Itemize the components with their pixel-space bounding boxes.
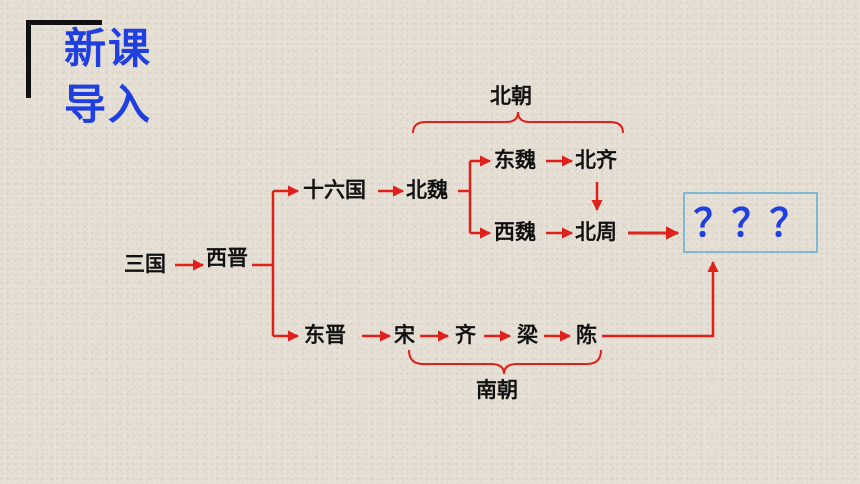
node-qi: 齐 — [455, 323, 476, 347]
group-northern-label: 北朝 — [490, 84, 532, 108]
title-line-2: 导入 — [64, 80, 153, 129]
node-chen: 陈 — [576, 323, 597, 347]
node-song: 宋 — [394, 323, 415, 347]
node-xijin: 西晋 — [206, 246, 248, 270]
node-shiliuguo: 十六国 — [303, 178, 366, 202]
unknown-dynasty-text: ？？？ — [693, 200, 808, 245]
southern-brace — [408, 349, 602, 375]
group-southern-label: 南朝 — [476, 378, 518, 402]
title-line-1: 新课 — [64, 24, 153, 73]
node-beizhou: 北周 — [575, 220, 617, 244]
node-dongwei: 东魏 — [494, 148, 536, 172]
northern-brace — [412, 111, 624, 134]
node-liang: 梁 — [517, 323, 538, 347]
unknown-dynasty-box: ？？？ — [683, 192, 818, 253]
node-beiwei: 北魏 — [406, 178, 448, 202]
node-dongjin: 东晋 — [304, 323, 346, 347]
title-corner-bracket — [26, 20, 102, 98]
arrow-chen-unknown — [602, 260, 719, 338]
node-xiwei: 西魏 — [494, 220, 536, 244]
node-beiqi: 北齐 — [575, 148, 617, 172]
node-sanguo: 三国 — [124, 252, 166, 276]
